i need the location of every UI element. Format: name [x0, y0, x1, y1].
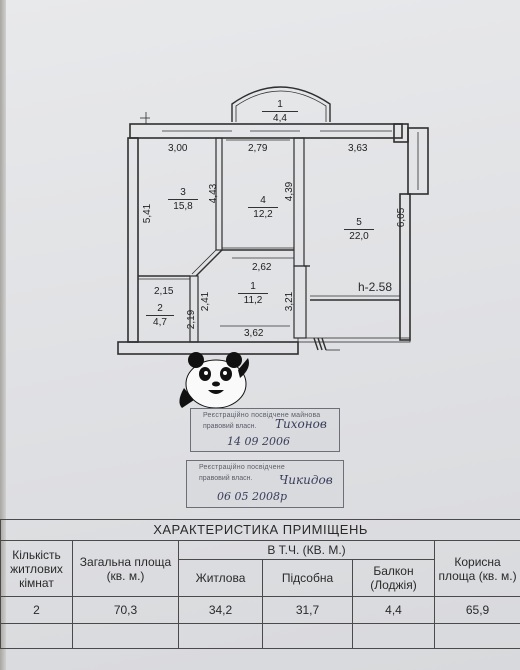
value-living: 34,2 [178, 596, 263, 624]
room-1-label: 1 11,2 [238, 280, 268, 307]
dimension-room3-length: 5,41 [142, 203, 154, 224]
dimension-room2-width: 2,15 [154, 286, 174, 297]
dimension-room4-length-right: 4,39 [284, 181, 296, 202]
room-4-label: 4 12,2 [248, 194, 278, 221]
header-balcony: Балкон (Лоджія) [352, 559, 435, 597]
dimension-room5-length: 6,05 [396, 207, 408, 228]
characteristics-table-wrap: ХАРАКТЕРИСТИКА ПРИМІЩЕНЬ Кількість житло… [0, 519, 520, 670]
value-balcony: 4,4 [352, 596, 435, 624]
dimension-room3-width: 3,00 [168, 143, 188, 154]
dimension-room5-width: 3,63 [348, 143, 368, 154]
table-empty-cell [72, 623, 179, 649]
value-useful-area: 65,9 [433, 596, 520, 624]
room-5-label: 5 22,0 [344, 216, 374, 243]
room-2-label: 2 4,7 [146, 302, 174, 329]
room-balcony-label: 1 4,4 [262, 98, 298, 125]
table-empty-cell [0, 623, 73, 649]
header-total-area: Загальна площа (кв. м.) [72, 540, 179, 597]
dimension-corridor-right: 3,21 [284, 291, 296, 312]
header-including: В Т.Ч. (КВ. М.) [178, 540, 435, 560]
header-living: Житлова [178, 559, 263, 597]
table-empty-cell [262, 623, 353, 649]
value-total-area: 70,3 [72, 596, 179, 624]
dimension-room2-length: 2,19 [186, 309, 198, 330]
registration-stamp-1: Реєстраційно посвідчене майнова правовий… [190, 408, 340, 452]
header-rooms-count: Кількість житлових кімнат [0, 540, 73, 597]
table-empty-cell [178, 623, 263, 649]
dimension-room4-width: 2,79 [248, 143, 268, 154]
value-rooms-count: 2 [0, 596, 73, 624]
dimension-corridor-length: 3,62 [244, 328, 264, 339]
value-auxiliary: 31,7 [262, 596, 353, 624]
header-useful-area: Корисна площа (кв. м.) [433, 540, 520, 597]
dimension-room4-length-left: 4,43 [208, 183, 220, 204]
table-empty-cell [352, 623, 435, 649]
registration-stamp-2: Реєстраційно посвідчене правовий власн. … [186, 460, 344, 508]
ceiling-height-label: h-2.58 [358, 280, 393, 294]
characteristics-table: ХАРАКТЕРИСТИКА ПРИМІЩЕНЬ Кількість житло… [0, 519, 520, 649]
panda-sticker-icon [179, 352, 249, 409]
table-empty-cell [433, 623, 520, 649]
dimension-corridor-left: 2,41 [200, 291, 212, 312]
floor-plan [117, 86, 429, 355]
header-auxiliary: Підсобна [262, 559, 353, 597]
room-3-label: 3 15,8 [168, 186, 198, 213]
table-title: ХАРАКТЕРИСТИКА ПРИМІЩЕНЬ [0, 519, 520, 541]
dimension-corridor-width: 2,62 [252, 262, 272, 273]
paper-edge [0, 0, 6, 670]
